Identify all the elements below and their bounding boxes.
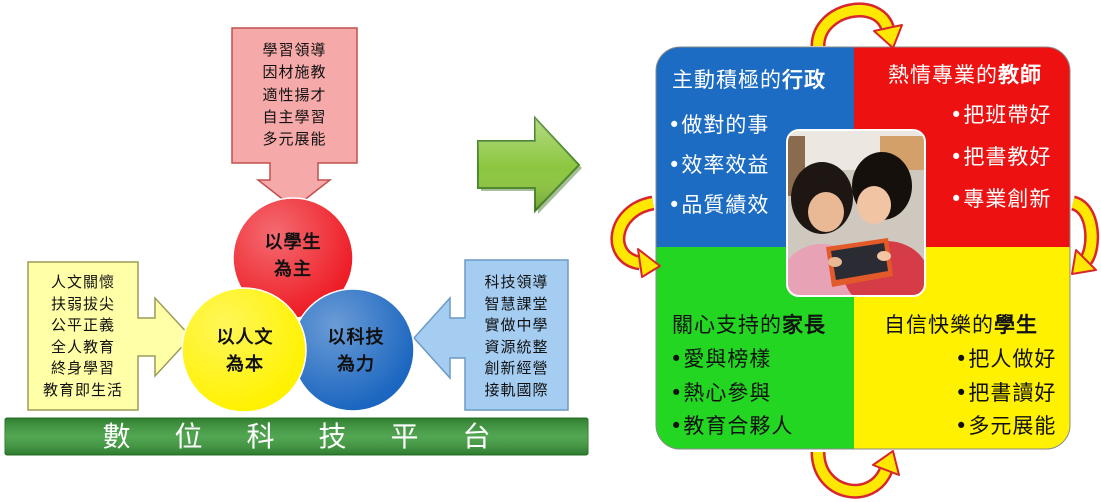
circle-humanity-label: 以人文 為本	[185, 324, 305, 378]
title-lead: 自信快樂的	[884, 313, 994, 337]
title-lead: 熱情專業的	[888, 63, 998, 87]
platform-bar-shade	[5, 418, 588, 455]
circle-label-line: 為力	[337, 354, 375, 375]
callout-line: 學習領導	[262, 41, 327, 59]
callout-line: 因材施教	[262, 63, 327, 82]
callout-line: 資源統整	[484, 337, 549, 356]
title-emphasis: 家長	[782, 313, 826, 337]
right-callout-text: 科技領導 智慧課堂 實做中學 資源統整 創新經營 接軌國際	[465, 272, 568, 401]
callout-line: 適性揚才	[262, 85, 327, 104]
quadrant-item: •多元展能	[955, 414, 1057, 438]
tablet-screen	[831, 243, 888, 280]
quadrant-title-parents: 關心支持的家長	[672, 312, 826, 338]
platform-bar	[4, 417, 589, 456]
hand-right	[877, 251, 891, 261]
quadrant-items-teachers: •把班帶好 •把書教好 •專業創新	[950, 94, 1051, 220]
circle-label-line: 為主	[274, 259, 312, 280]
right-callout-box	[412, 259, 569, 411]
quadrant-items-parents: •愛與榜樣 •熱心參與 •教育合夥人	[670, 343, 793, 444]
circle-label-line: 以人文	[216, 327, 274, 348]
callout-line: 科技領導	[484, 273, 549, 291]
hand-left	[828, 257, 842, 267]
curved-arrow-left-icon	[610, 195, 661, 278]
left-callout-box	[27, 261, 193, 411]
curved-arrow-top-head	[873, 24, 903, 49]
title-lead: 關心支持的	[672, 313, 782, 337]
callout-line: 接軌國際	[484, 380, 549, 399]
quadrant-item: •把班帶好	[950, 103, 1052, 127]
quadrant-item: •教育合夥人	[670, 414, 794, 438]
curved-arrow-right-head	[1071, 249, 1097, 275]
top-callout-box	[231, 27, 358, 209]
callout-line: 多元展能	[262, 130, 327, 149]
curved-arrow-right-band	[1071, 198, 1097, 263]
circle-technology-label: 以科技 為力	[296, 324, 416, 378]
circle-student-shine	[233, 198, 353, 318]
quadrant-item: •品質績效	[668, 193, 770, 217]
child-left-face	[808, 192, 844, 232]
left-callout-text: 人文關懷 扶弱拔尖 公平正義 全人教育 終身學習 教育即生活	[28, 272, 138, 401]
quadrant-title-students: 自信快樂的學生	[884, 312, 1038, 338]
curved-arrow-right-icon	[1070, 195, 1100, 275]
curved-arrow-bottom-head	[872, 450, 900, 476]
quadrant-item: •把人做好	[955, 347, 1057, 371]
quadrant-items-administration: •做對的事 •效率效益 •品質績效	[668, 105, 769, 225]
quadrant-item: •效率效益	[668, 153, 770, 177]
quadrant-item: •做對的事	[668, 113, 770, 137]
platform-bar-label: 數 位 科 技 平 台	[102, 420, 499, 453]
child-left-bangs	[806, 176, 846, 200]
curved-arrow-left-band	[612, 198, 655, 268]
callout-line: 實做中學	[484, 316, 549, 334]
child-right-face	[857, 186, 891, 224]
curved-arrow-bottom-band	[813, 451, 891, 497]
three-circles	[181, 197, 415, 413]
callout-line: 扶弱拔尖	[50, 294, 115, 313]
circle-humanity-shine	[182, 288, 306, 412]
circle-label-line: 為本	[226, 354, 264, 375]
callout-line: 創新經營	[484, 359, 549, 377]
quadrant-items-students: •把人做好 •把書讀好 •多元展能	[955, 343, 1056, 444]
title-emphasis: 行政	[782, 68, 826, 92]
child-right-bangs	[857, 170, 893, 196]
quadrant-grid-border	[655, 46, 1071, 450]
quadrant-title-teachers: 熱情專業的教師	[888, 62, 1042, 88]
callout-line: 終身學習	[50, 359, 115, 377]
quadrant-title-administration: 主動積極的行政	[672, 67, 826, 93]
quadrant-item: •愛與榜樣	[670, 347, 772, 371]
callout-line: 自主學習	[262, 107, 327, 126]
title-lead: 主動積極的	[672, 68, 782, 92]
quadrant-item: •熱心參與	[670, 380, 772, 405]
callout-line: 全人教育	[50, 337, 115, 356]
quadrant-item: •把書教好	[950, 145, 1052, 169]
callout-line: 人文關懷	[50, 273, 115, 291]
right-arrow-highlight	[478, 118, 579, 211]
curved-arrow-bottom-icon	[810, 450, 900, 499]
curved-arrow-top-band	[813, 5, 893, 47]
photo-frame	[786, 129, 926, 297]
title-emphasis: 學生	[994, 313, 1038, 337]
quadrant-item: •把書讀好	[955, 380, 1057, 405]
right-arrow-icon	[477, 115, 582, 214]
students-with-tablet-photo	[787, 130, 925, 296]
circle-label-line: 以科技	[327, 327, 385, 348]
tablet-icon	[826, 238, 893, 287]
top-callout-text: 學習領導 因材施教 適性揚才 自主學習 多元展能	[232, 39, 357, 150]
circle-label-line: 以學生	[264, 232, 322, 253]
circle-technology-shine	[292, 289, 414, 411]
callout-line: 教育即生活	[42, 380, 123, 399]
circle-student-label: 以學生 為主	[233, 229, 353, 283]
quadrant-item: •專業創新	[950, 187, 1052, 211]
curved-arrow-left-head	[637, 248, 661, 278]
title-emphasis: 教師	[998, 63, 1042, 87]
callout-line: 智慧課堂	[484, 294, 549, 313]
callout-line: 公平正義	[50, 316, 115, 334]
curved-arrow-top-icon	[810, 2, 903, 49]
